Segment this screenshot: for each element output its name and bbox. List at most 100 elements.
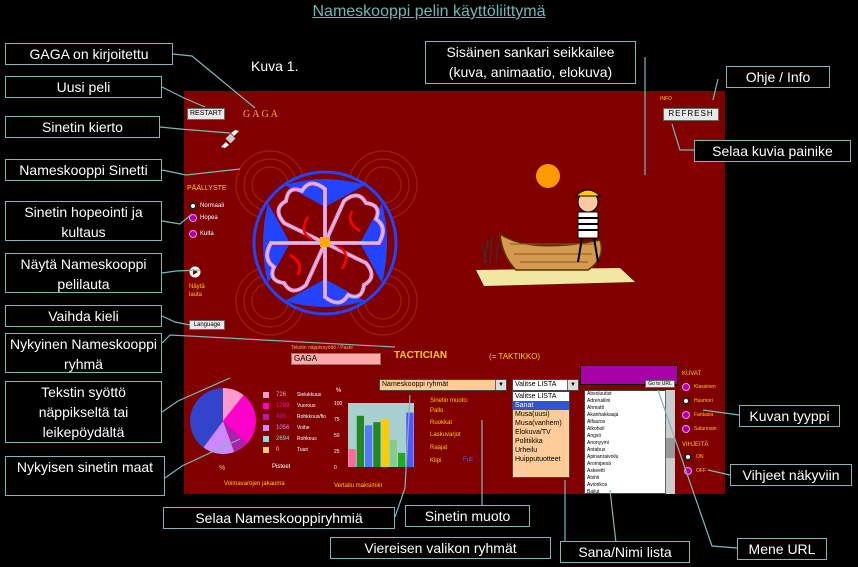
- goto-url-button[interactable]: Go to URL: [645, 380, 675, 388]
- legend-value: 1056: [276, 425, 290, 431]
- radio-vihje-on[interactable]: [684, 453, 692, 461]
- radio-vihje-off[interactable]: [684, 467, 692, 475]
- legend-value: 1789: [276, 403, 290, 409]
- lista-option[interactable]: Sanat: [513, 401, 569, 410]
- pie-chart: [190, 388, 256, 454]
- sinetin-muoto-heading: Sinetin muoto:: [430, 398, 469, 404]
- list-item[interactable]: Akanhakkaaja: [587, 412, 619, 418]
- lista-option[interactable]: Musa(uusi): [515, 411, 550, 418]
- radio-normaali[interactable]: [189, 202, 197, 210]
- callout-sana-lista: Sana/Nimi lista: [560, 541, 690, 563]
- legend-label: Voihe: [297, 425, 310, 431]
- lista-option[interactable]: Musa(vanhem): [515, 420, 562, 427]
- legend-value: 726: [276, 392, 287, 398]
- bar: [348, 449, 356, 467]
- legend-label: Rohkeus: [297, 436, 317, 442]
- bar: [365, 425, 373, 467]
- bar: [373, 422, 381, 467]
- pie-slice: [223, 395, 256, 444]
- bar-tick-label: 100: [334, 401, 343, 407]
- input-label: Tekstin näppissyöttö / Paste: [291, 345, 353, 351]
- list-item[interactable]: Alkoholi: [587, 426, 605, 432]
- muoto-klipi[interactable]: Klipi: [430, 458, 442, 464]
- list-item[interactable]: Absoluutist: [587, 391, 612, 397]
- list-item[interactable]: Askeetti: [587, 468, 605, 474]
- radio-satunnainen[interactable]: [682, 425, 690, 433]
- text-input[interactable]: GAGA: [291, 353, 381, 365]
- list-item[interactable]: Alfauros: [587, 419, 606, 425]
- language-button[interactable]: Language: [189, 320, 225, 330]
- list-item[interactable]: Bailut: [587, 489, 600, 494]
- hero-illustration: [476, 164, 635, 286]
- radio-huumori[interactable]: [682, 397, 690, 405]
- arrow-right-icon[interactable]: [189, 266, 201, 278]
- legend-swatch: [263, 425, 269, 431]
- list-item[interactable]: Adrenaliini: [587, 398, 611, 404]
- list-item[interactable]: Atshii: [587, 475, 600, 481]
- chevron-down-icon[interactable]: ▼: [495, 380, 506, 390]
- list-item[interactable]: Ahmatti: [587, 405, 604, 411]
- bar-tick-label: 75: [334, 417, 340, 423]
- list-item[interactable]: Aviorikos: [587, 482, 608, 488]
- info-button[interactable]: INFO: [660, 96, 672, 102]
- radio-hopea[interactable]: [189, 214, 197, 222]
- lista-option[interactable]: Politiikka: [515, 438, 543, 445]
- vertailu-label: Vertailu maksimiin: [334, 483, 383, 489]
- figure-label: Kuva 1.: [251, 58, 299, 74]
- label-normaali: Normaali: [200, 203, 225, 209]
- bar: [389, 440, 397, 467]
- muoto-raajat[interactable]: Raajat: [430, 445, 448, 451]
- ryhmat-select-value: Nameskooppi ryhmät: [382, 381, 449, 388]
- paallyste-heading: PÄÄLLYSTE: [187, 185, 227, 192]
- lista-option[interactable]: Valitse LISTA: [513, 392, 569, 401]
- callout-gaga: GAGA on kirjoitettu: [5, 43, 173, 65]
- label-hopea: Hopea: [200, 215, 218, 221]
- restart-button[interactable]: RESTART: [187, 108, 225, 120]
- refresh-button[interactable]: REFRESH: [663, 108, 719, 121]
- callout-selaa-ryhmia: Selaa Nameskooppiryhmiä: [163, 507, 395, 529]
- scroll-thumb[interactable]: [666, 438, 675, 458]
- legend-value: 2694: [276, 436, 290, 442]
- bar: [406, 412, 414, 467]
- label-kulta: Kulta: [200, 231, 214, 237]
- list-item[interactable]: Apinanraivoilu: [587, 454, 619, 460]
- radio-kulta[interactable]: [189, 230, 197, 238]
- muoto-full[interactable]: Full: [463, 457, 473, 463]
- label-klassinen: Klassinen: [694, 384, 716, 390]
- callout-pelilauta: Näytä Nameskooppi pelilauta: [5, 253, 162, 293]
- rotate-arrows-icon[interactable]: [220, 128, 242, 150]
- app-panel: RESTART GAGA PÄÄLLYSTE Normaali Hopea Ku…: [184, 91, 725, 494]
- legend-swatch: [263, 403, 269, 409]
- list-item[interactable]: Anonyymi: [587, 440, 609, 446]
- legend-swatch: [263, 392, 269, 398]
- list-item[interactable]: Aromipesä: [587, 461, 611, 467]
- lista-option[interactable]: Elokuva/TV: [515, 429, 551, 436]
- word-list-scrollbar[interactable]: [665, 390, 675, 494]
- legend-swatch: [263, 414, 269, 420]
- chevron-down-icon[interactable]: ▼: [567, 380, 578, 390]
- list-item[interactable]: Antabus: [587, 447, 606, 453]
- muoto-ruokkat[interactable]: Ruokkat: [430, 420, 453, 426]
- legend-label: Vuorous: [297, 403, 316, 409]
- list-item[interactable]: Angsti: [587, 433, 601, 439]
- callout-vihjeet: Vihjeet näkyviin: [730, 464, 852, 486]
- muoto-laskuvarjot[interactable]: Laskuvarjot: [430, 432, 461, 438]
- percent-header: %: [336, 388, 342, 394]
- bar: [356, 415, 364, 467]
- ryhmat-select[interactable]: Nameskooppi ryhmät ▼: [379, 379, 507, 391]
- radio-klassinen[interactable]: [682, 383, 690, 391]
- muoto-pallo[interactable]: Pallo: [430, 408, 444, 414]
- lista-option[interactable]: Huipputuotteet: [515, 456, 561, 463]
- callout-ohje: Ohje / Info: [726, 66, 830, 88]
- bar: [398, 452, 406, 467]
- taktikko-label: (= TAKTIKKO): [489, 352, 541, 361]
- radio-fantasia[interactable]: [682, 411, 690, 419]
- lista-select[interactable]: Valitse LISTA ▼: [512, 379, 579, 391]
- lista-option[interactable]: Urheilu: [515, 447, 538, 454]
- pie-slice: [223, 421, 247, 453]
- callout-maat: Nykyisen sinetin maat: [5, 456, 165, 496]
- vihjeita-heading: VIHJEITÄ: [682, 442, 709, 448]
